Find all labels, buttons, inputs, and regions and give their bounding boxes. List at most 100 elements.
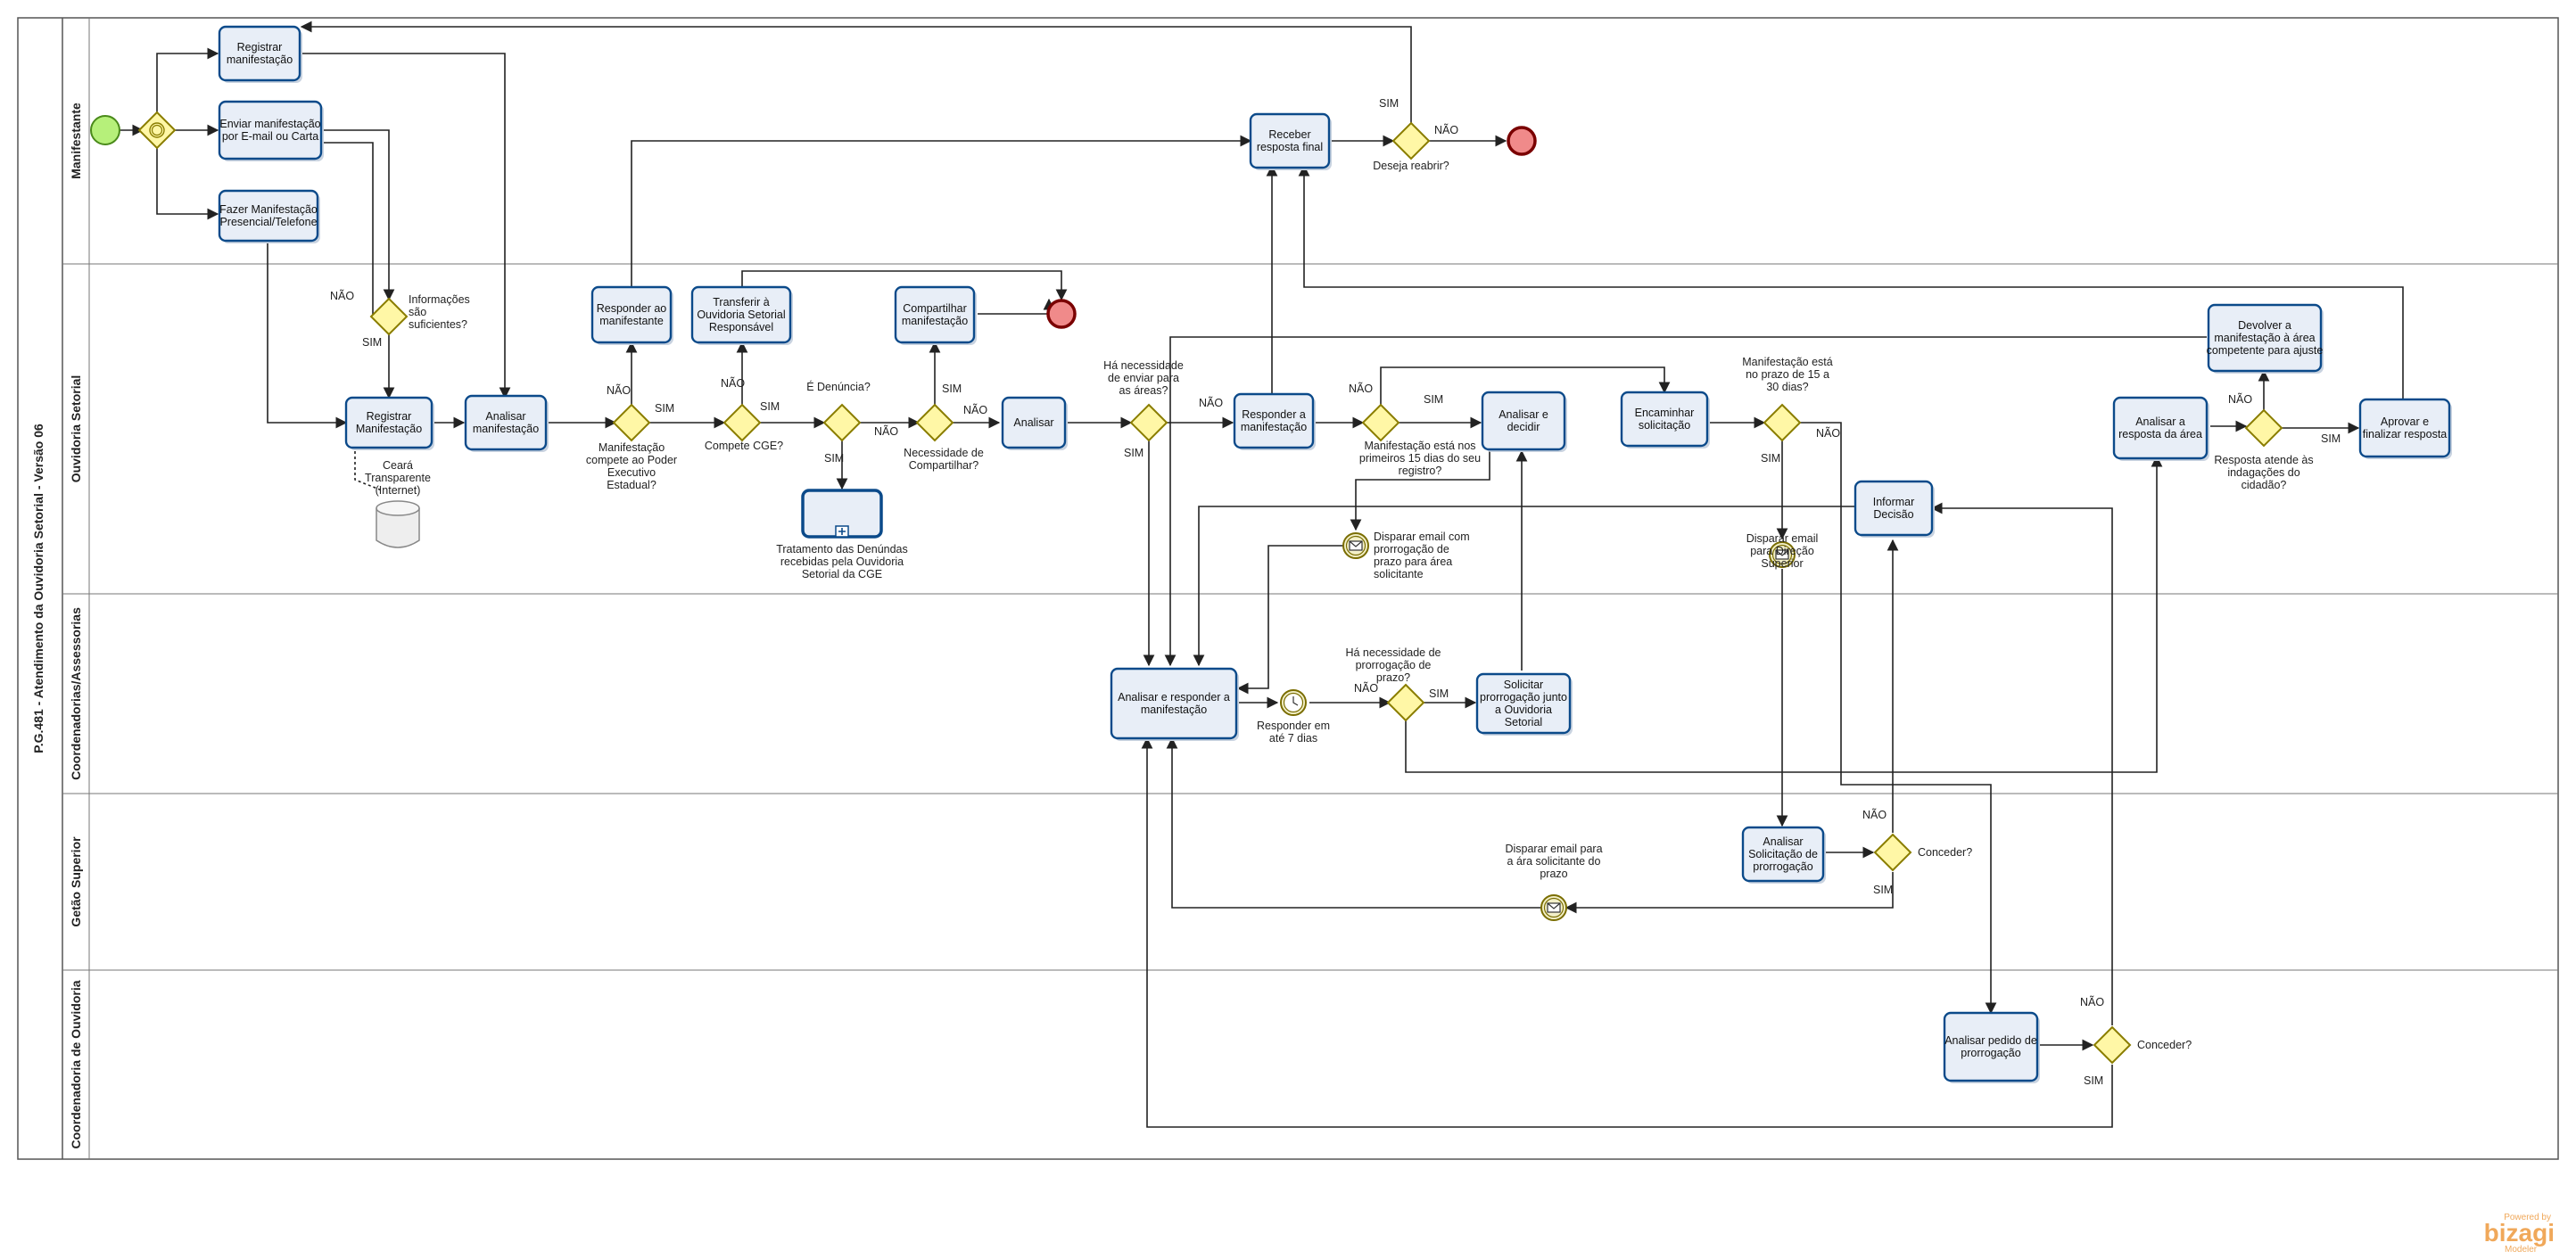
event-label-line: prazo para área [1374, 555, 1452, 568]
end-event [1046, 299, 1077, 329]
flow-label-sim: SIM [1379, 97, 1399, 110]
flow-label-nao: NÃO [1862, 809, 1887, 821]
flow-label-nao: NÃO [1349, 383, 1373, 395]
label-line: prorrogação [1753, 860, 1812, 873]
envelope-icon [1349, 540, 1363, 551]
gateway-label-line: Compartilhar? [909, 459, 979, 472]
label-line: Analisar e responder a [1118, 691, 1230, 704]
label-line: resposta da área [2118, 428, 2202, 440]
datastore-label-line: (Internet) [376, 484, 421, 497]
label-line: Analisar [1763, 835, 1803, 848]
event-label-line: para Direção [1750, 545, 1814, 557]
label-line: Receber [1268, 128, 1310, 141]
lane-title-gestao-superior: Getão Superior [69, 836, 83, 927]
flow-label-nao: NÃO [2080, 996, 2104, 1008]
event-label-line: Disparar email com [1374, 531, 1470, 543]
event-label-line: prazo [1540, 868, 1567, 880]
datastore-ceara-transparente: Ceará Transparente (Internet) [354, 451, 431, 548]
label-line: Decisão [1873, 508, 1913, 521]
gateway-label-line: Conceder? [2137, 1039, 2192, 1051]
label-line: Analisar [485, 410, 525, 423]
gateway-conceder2: Conceder? [2093, 1025, 2192, 1065]
label-line: Registrar [237, 41, 283, 53]
brand-name: bizagi [2484, 1219, 2555, 1247]
event-label-line: solicitante [1374, 568, 1424, 580]
gateway-label-line: Necessidade de [904, 447, 984, 459]
gateway-label-line: 30 dias? [1766, 381, 1808, 393]
label-line: Devolver a [2238, 319, 2291, 332]
label-line: competente para ajuste [2207, 344, 2324, 357]
label-line: por E-mail ou Carta [222, 130, 318, 143]
lane-title-ouvidoria-setorial: Ouvidoria Setorial [69, 375, 83, 483]
task-analisar[interactable]: Analisar [1001, 396, 1068, 450]
label-line: resposta final [1257, 141, 1323, 153]
label-line: a Ouvidoria [1495, 704, 1552, 716]
flow-label-sim: SIM [1429, 687, 1449, 700]
gateway-label-line: as áreas? [1119, 384, 1168, 397]
flow-label-nao: NÃO [1434, 124, 1458, 136]
gateway-label-line: compete ao Poder [586, 454, 677, 466]
sequence-flows [120, 21, 2404, 1128]
event-label-line: Disparar email [1746, 532, 1819, 545]
label-line: Responder a [1242, 408, 1306, 421]
label-line: Informar [1873, 496, 1915, 508]
flow-label-nao: NÃO [330, 290, 354, 302]
flow-label-nao: NÃO [1816, 427, 1840, 440]
gateway-label-line: Manifestação [599, 441, 665, 454]
label-line: Setorial [1505, 716, 1542, 728]
label-line: manifestante [599, 315, 664, 327]
gateway-label-line: Resposta atende às [2214, 454, 2313, 466]
flow-label-sim: SIM [362, 336, 382, 349]
flow-label-sim: SIM [655, 402, 674, 415]
flow-label-sim: SIM [1424, 393, 1443, 406]
label-line: Encaminhar [1635, 407, 1695, 419]
label-line: Manifestação [356, 423, 422, 435]
brand-powered: Powered by [2504, 1213, 2551, 1222]
event-label-line: Superior [1761, 557, 1803, 570]
label-line: Responsável [709, 321, 773, 333]
gateway-deseja-reabrir: Deseja reabrir? [1373, 121, 1449, 172]
subprocess-denuncias[interactable]: Tratamento das Denúndas recebidas pela O… [776, 489, 908, 580]
datastore-label-line: Transparente [365, 472, 431, 484]
gateway-label-line: indagações do [2227, 466, 2299, 479]
gateway-label-line: Manifestação está nos [1364, 440, 1475, 452]
flow-label-sim: SIM [1761, 452, 1780, 465]
label-line: Analisar pedido de [1944, 1034, 2037, 1047]
event-label-line: a ára solicitante do [1507, 855, 1601, 868]
label-line: Responder ao [597, 302, 667, 315]
flow-label-sim: SIM [1873, 884, 1893, 896]
start-event [90, 115, 120, 145]
flow-label-sim: SIM [2321, 432, 2341, 445]
flow-label-nao: NÃO [874, 425, 898, 438]
envelope-icon [1547, 902, 1561, 913]
